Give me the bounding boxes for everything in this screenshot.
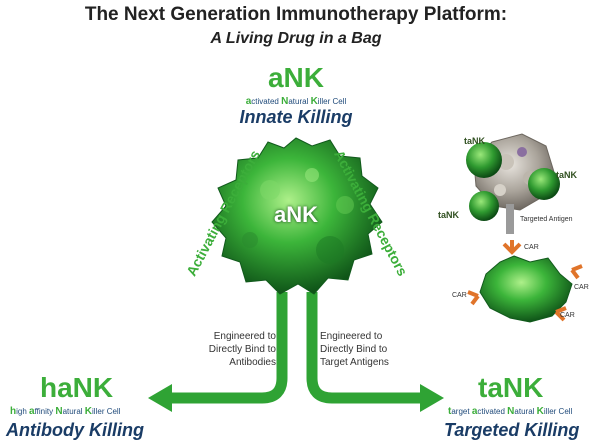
inset-tank-label: taNK bbox=[438, 210, 460, 220]
ank-heading: aNK bbox=[267, 62, 324, 93]
inset-car-label: CAR bbox=[574, 284, 589, 291]
inset-car-label: CAR bbox=[452, 292, 467, 299]
inset-tank-label: taNK bbox=[464, 136, 486, 146]
tank-inset-illustration bbox=[466, 133, 583, 323]
hank-definition: high affinity Natural Killer Cell bbox=[10, 406, 120, 417]
inset-car-label: CAR bbox=[524, 244, 539, 251]
ank-def-part: Natural bbox=[281, 96, 311, 107]
engineered-antibodies-text: Engineered to Directly Bind to Antibodie… bbox=[208, 331, 276, 368]
ank-killing-label: Innate Killing bbox=[239, 107, 353, 127]
tank-definition: target activated Natural Killer Cell bbox=[448, 406, 572, 417]
ank-cell-illustration bbox=[211, 137, 383, 295]
inset-car-label: CAR bbox=[560, 312, 575, 319]
hank-killing-label: Antibody Killing bbox=[6, 420, 144, 440]
ank-cell-label: aNK bbox=[273, 202, 318, 227]
inset-tank-label: taNK bbox=[556, 170, 578, 180]
tank-small-cell bbox=[469, 191, 499, 221]
ank-def-part: activated bbox=[245, 96, 282, 107]
page-title: The Next Generation Immunotherapy Platfo… bbox=[84, 4, 508, 25]
tank-small-cell bbox=[528, 168, 560, 200]
tank-def-part: activated bbox=[471, 406, 508, 417]
tank-heading: taNK bbox=[478, 372, 544, 403]
arrow-to-tank bbox=[306, 292, 444, 412]
page-subtitle: A Living Drug in a Bag bbox=[210, 30, 382, 47]
inset-targeted-antigen-label: Targeted Antigen bbox=[520, 216, 573, 223]
hank-def-part: affinity bbox=[29, 406, 56, 417]
hank-def-part: high bbox=[10, 406, 30, 417]
tank-def-part: target bbox=[448, 406, 472, 417]
ank-definition: activated Natural Killer Cell bbox=[0, 96, 592, 107]
tank-def-part: Killer Cell bbox=[536, 406, 573, 417]
tank-def-part: Natural bbox=[507, 406, 537, 417]
tank-small-cell bbox=[466, 142, 502, 178]
arrow-to-hank bbox=[148, 292, 288, 412]
ank-def-part: Killer Cell bbox=[310, 96, 347, 107]
engineered-antigens-text: Engineered to Directly Bind to Target An… bbox=[320, 331, 389, 368]
hank-def-part: Natural bbox=[55, 406, 85, 417]
hank-heading: haNK bbox=[40, 372, 114, 403]
hank-def-part: Killer Cell bbox=[84, 406, 121, 417]
tank-killing-label: Targeted Killing bbox=[444, 420, 580, 440]
